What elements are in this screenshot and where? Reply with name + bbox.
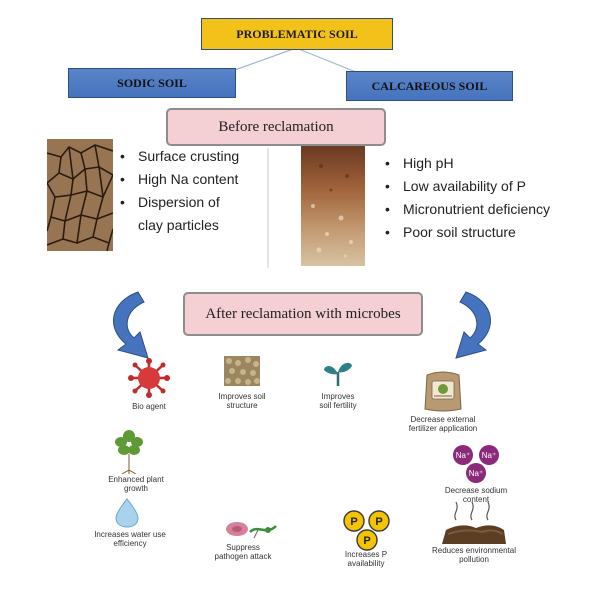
calcareous-point: Poor soil structure bbox=[383, 221, 550, 244]
calcareous-soil-points: High pH Low availability of P Micronutri… bbox=[383, 152, 550, 244]
polluted-soil-icon bbox=[442, 501, 506, 544]
phosphorus-icon: P P P bbox=[343, 510, 390, 551]
sodium-label: Decrease sodium content bbox=[444, 486, 508, 504]
pathogen-label: Suppress pathogen attack bbox=[214, 543, 272, 561]
sprout-icon bbox=[324, 362, 352, 386]
sodium-ion-text: Na⁺ bbox=[482, 451, 496, 460]
fertilizer-label: Decrease external fertilizer application bbox=[408, 415, 478, 433]
sodic-point: High Na content bbox=[118, 168, 239, 191]
virus-icon bbox=[128, 358, 170, 398]
fertilizer-bag-icon bbox=[424, 371, 462, 412]
sodium-ion-text: Na⁺ bbox=[469, 469, 483, 478]
phosphorus-text: P bbox=[363, 535, 370, 547]
sodic-soil-label: SODIC SOIL bbox=[68, 68, 236, 98]
bio-agent-label: Bio agent bbox=[132, 402, 166, 411]
soil-profile-image bbox=[301, 146, 365, 266]
plant-growth-label: Enhanced plant growth bbox=[108, 475, 164, 493]
sodic-soil-points: Surface crusting High Na content Dispers… bbox=[118, 145, 239, 237]
plant-icon bbox=[115, 430, 143, 474]
pathogen-icon bbox=[226, 522, 277, 539]
problematic-soil-title: PROBLEMATIC SOIL bbox=[201, 18, 393, 50]
sodic-point: Dispersion of bbox=[118, 191, 239, 214]
cracked-soil-image bbox=[47, 139, 113, 251]
curved-arrow-right-icon bbox=[455, 291, 491, 359]
after-reclamation-label: After reclamation with microbes bbox=[183, 292, 423, 336]
water-label: Increases water use efficiency bbox=[94, 530, 166, 548]
soil-granules-icon bbox=[224, 356, 260, 386]
calcareous-point: Low availability of P bbox=[383, 175, 550, 198]
sodium-ion-text: Na⁺ bbox=[456, 451, 470, 460]
before-reclamation-label: Before reclamation bbox=[166, 108, 386, 146]
calcareous-point: High pH bbox=[383, 152, 550, 175]
sodic-point: Surface crusting bbox=[118, 145, 239, 168]
soil-structure-label: Improves soil structure bbox=[218, 392, 266, 410]
sodic-point-continuation: clay particles bbox=[138, 217, 219, 233]
water-drop-icon bbox=[115, 498, 139, 528]
phosphorus-text: P bbox=[375, 516, 382, 528]
phosphorus-label: Increases P availability bbox=[344, 550, 388, 568]
curved-arrow-left-icon bbox=[113, 291, 149, 359]
soil-fertility-label: Improves soil fertility bbox=[319, 392, 357, 410]
sodium-ions-icon: Na⁺ Na⁺ Na⁺ bbox=[453, 445, 499, 483]
phosphorus-text: P bbox=[350, 516, 357, 528]
calcareous-soil-label: CALCAREOUS SOIL bbox=[346, 71, 513, 101]
calcareous-point: Micronutrient deficiency bbox=[383, 198, 550, 221]
pollution-label: Reduces environmental pollution bbox=[431, 546, 517, 564]
